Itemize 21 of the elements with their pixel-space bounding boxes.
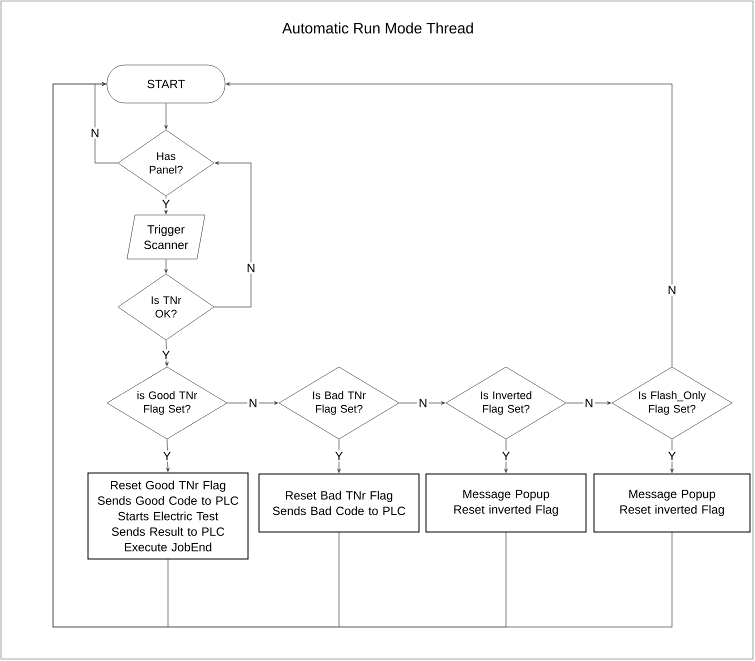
input-parallelogram: Trigger Scanner xyxy=(126,214,206,260)
edge-label: Y xyxy=(666,450,678,462)
edge-label: Y xyxy=(160,198,172,210)
title: Automatic Run Mode Thread xyxy=(282,22,473,34)
connector-arrow xyxy=(94,82,118,164)
edge-label: N xyxy=(247,397,259,409)
edge-label: N xyxy=(583,397,595,409)
process-box: Reset Good TNr Flag Sends Good Code to PLC Starts Electric Test Sends Result to PLC Execute JobEnd xyxy=(88,472,248,560)
edge-label: N xyxy=(666,284,678,296)
process-box: Reset Bad TNr Flag Sends Bad Code to PLC xyxy=(258,474,420,532)
edge-label: N xyxy=(417,397,429,409)
edge-label: Y xyxy=(500,450,512,462)
connector-arrow xyxy=(52,82,672,628)
start-terminal: START xyxy=(106,64,226,104)
edge-label: Y xyxy=(162,450,172,462)
process-box: Message Popup Reset inverted Flag xyxy=(594,474,750,532)
edge-label: N xyxy=(245,262,257,274)
process-box: Message Popup Reset inverted Flag xyxy=(426,474,586,532)
edge-label: Y xyxy=(160,349,172,361)
edge-label: N xyxy=(89,127,101,139)
edge-label: Y xyxy=(334,450,344,462)
